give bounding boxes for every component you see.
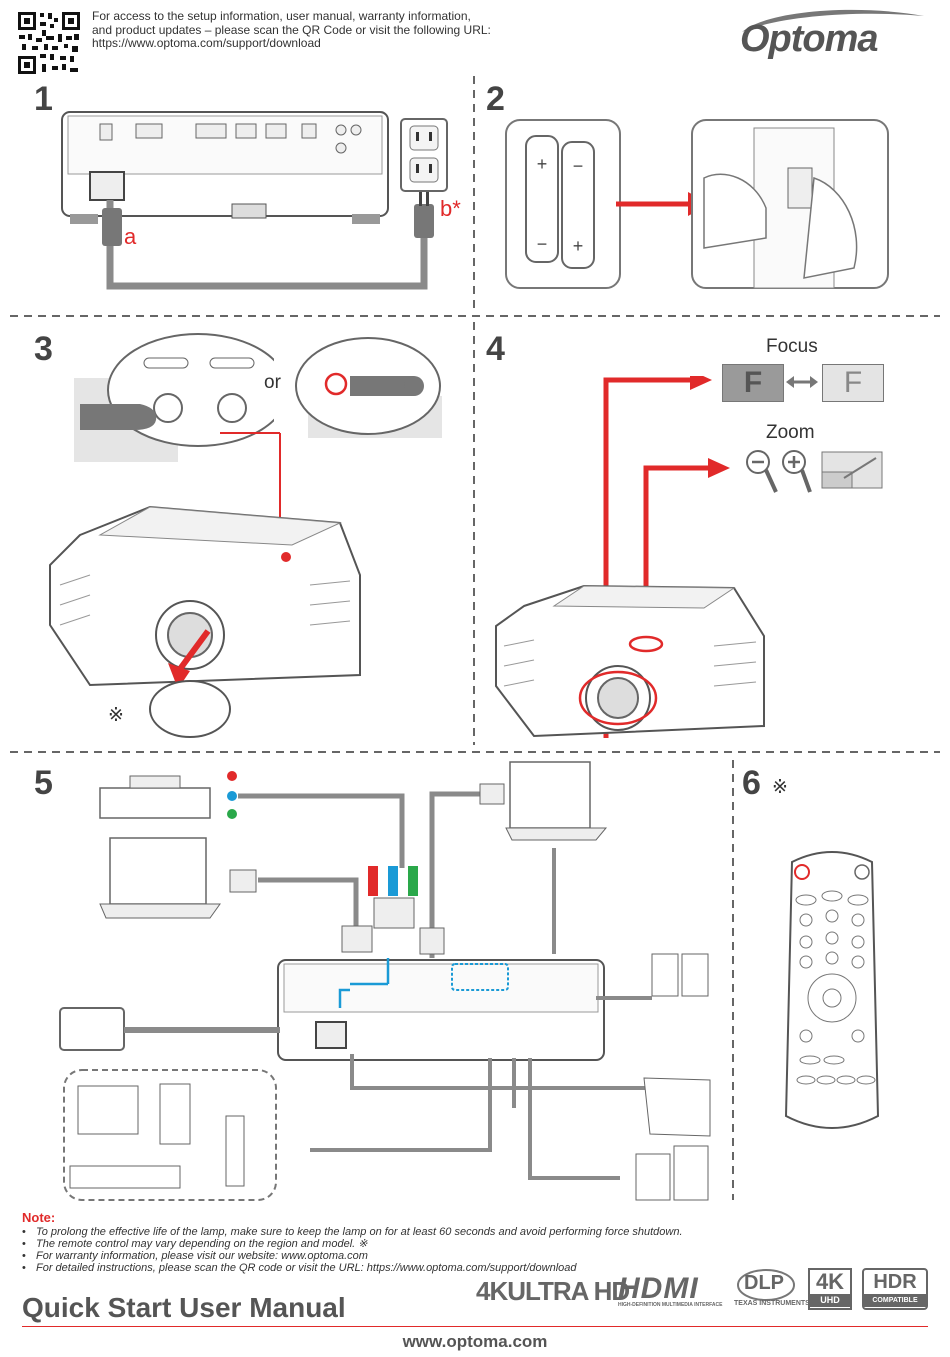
focus-blurred-box: F (722, 364, 784, 402)
intro-text: For access to the setup information, use… (92, 9, 491, 50)
hdr-logo: HDR COMPATIBLE (862, 1268, 928, 1310)
dlp-logo-ring-icon (737, 1269, 795, 1301)
step-5-number: 5 (34, 764, 53, 802)
projector-rear-illustration (61, 111, 389, 224)
remote-control-illustration (784, 851, 880, 1129)
battery-insert-illustration: + − − + (505, 119, 889, 289)
note-item: For detailed instructions, please scan t… (22, 1262, 742, 1274)
svg-text:+: + (537, 154, 548, 174)
zoom-magnifier-icons (746, 450, 883, 493)
step-6-number: 6 (742, 764, 761, 802)
svg-text:−: − (537, 234, 548, 254)
hdr-logo-text: HDR (873, 1271, 917, 1293)
4k-logo-text: 4K (815, 1269, 845, 1294)
remote-note-mark: ※ (772, 777, 788, 798)
zoom-label: Zoom (766, 422, 815, 443)
note-item: To prolong the effective life of the lam… (22, 1226, 742, 1238)
focus-double-arrow-icon (786, 376, 818, 388)
step-1-number: 1 (34, 80, 53, 118)
or-label: or (264, 372, 281, 393)
hdr-compatible-text: COMPATIBLE (864, 1294, 926, 1307)
qr-code-icon (16, 10, 82, 76)
hdmi-subtext: HIGH-DEFINITION MULTIMEDIA INTERFACE (618, 1302, 723, 1308)
wall-outlet-icon (400, 118, 448, 192)
power-button-zoom-illustration (74, 333, 274, 462)
optoma-swoosh-icon (742, 9, 924, 32)
note-item: The remote control may vary depending on… (22, 1238, 742, 1250)
step-3-number: 3 (34, 330, 53, 368)
svg-text:+: + (573, 236, 584, 256)
4k-uhd-logo: 4K UHD (808, 1268, 852, 1310)
brand-logo: Optoma (740, 18, 879, 60)
projector-front-illustration-step4 (495, 376, 765, 738)
step-4-number: 4 (486, 330, 505, 368)
hdmi-logo: HDMI (618, 1272, 699, 1305)
svg-text:−: − (573, 156, 584, 176)
focus-label: Focus (766, 336, 818, 357)
projector-front-illustration-step3 (49, 432, 361, 738)
power-cable-illustration (102, 192, 434, 290)
dlp-subtext: TEXAS INSTRUMENTS (734, 1300, 810, 1307)
lens-cap-note-mark: ※ (108, 705, 124, 726)
dlp-logo: DLP (744, 1272, 784, 1294)
ultra-hd-logo: 4KULTRA HD (476, 1276, 630, 1306)
label-b: b* (440, 196, 461, 221)
section-dividers (10, 76, 940, 1200)
uhd-logo-text: UHD (810, 1294, 850, 1307)
connections-diagram (59, 761, 711, 1201)
label-a: a (124, 224, 137, 249)
website-url: www.optoma.com (402, 1332, 548, 1351)
step-2-number: 2 (486, 80, 505, 118)
page-title: Quick Start User Manual (22, 1292, 346, 1323)
note-item: For warranty information, please visit o… (22, 1250, 742, 1262)
note-list: To prolong the effective life of the lam… (22, 1226, 742, 1274)
note-title: Note: (22, 1210, 56, 1225)
footer-rule (22, 1326, 928, 1327)
focus-sharp-box: F (822, 364, 884, 402)
remote-power-zoom-illustration (295, 337, 442, 438)
